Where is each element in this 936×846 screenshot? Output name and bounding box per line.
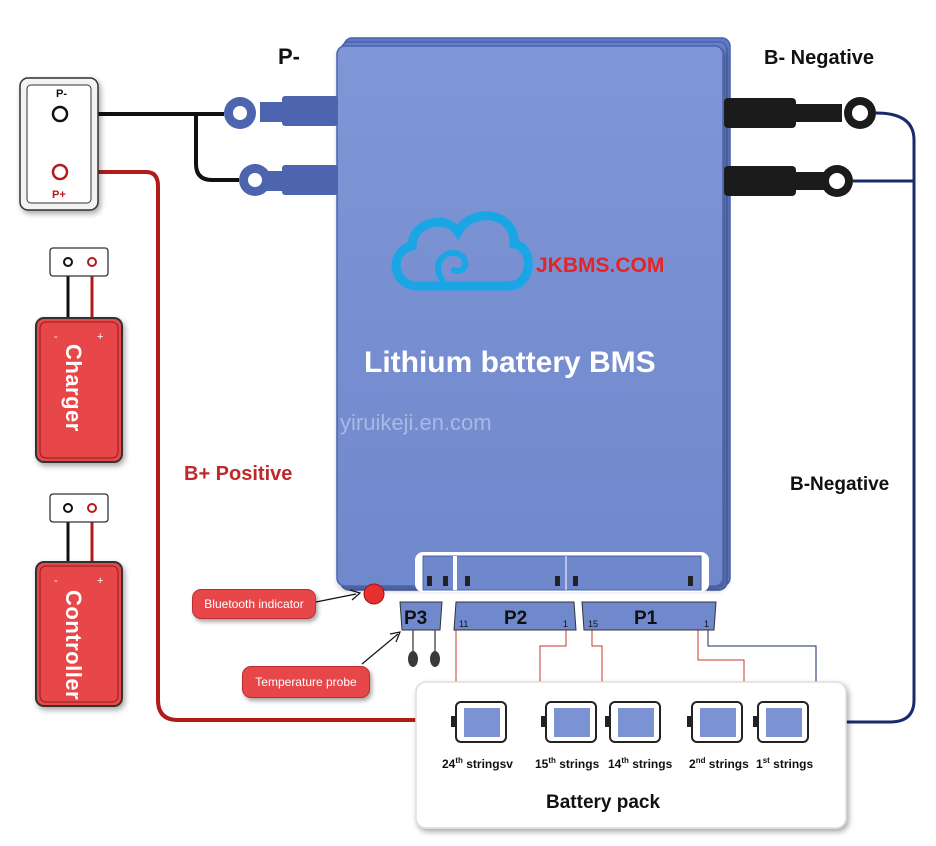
port-p2-left-pin: 11 <box>459 619 468 629</box>
controller <box>35 493 123 707</box>
cell-label-15: 15th strings <box>535 756 600 771</box>
charger-minus: - <box>54 331 58 343</box>
p-minus-terminals <box>224 96 338 196</box>
port-p1-label: P1 <box>634 608 658 629</box>
temperature-probe-icon <box>408 630 440 667</box>
battery-cell-24 <box>451 701 507 743</box>
bluetooth-indicator-led <box>363 583 385 605</box>
port-p3 <box>399 601 443 631</box>
b-negative-top-label: B- Negative <box>764 47 874 69</box>
cell-label-14: 14th strings <box>608 756 673 771</box>
port-p3-label: P3 <box>404 608 427 629</box>
battery-pack-label: Battery pack <box>546 792 660 813</box>
watermark: yiruikeji.en.com <box>340 410 492 435</box>
controller-plus: + <box>97 575 103 587</box>
charger-label: Charger <box>61 344 86 432</box>
cell-label-1: 1st strings <box>756 756 813 771</box>
battery-cell-15 <box>541 701 597 743</box>
port-p1-left-pin: 15 <box>588 619 598 629</box>
port-p2 <box>453 601 577 631</box>
b-positive-label: B+ Positive <box>184 463 292 485</box>
p-minus-terminal-icon <box>51 105 69 123</box>
controller-minus: - <box>54 575 58 587</box>
p-plus-terminal-icon <box>51 163 69 181</box>
port-p1 <box>581 601 717 631</box>
terminal-p-plus-label: P+ <box>52 189 66 201</box>
charger <box>35 247 123 463</box>
brand-label: JKBMS.COM <box>536 254 664 277</box>
cell-label-2: 2nd strings <box>689 756 749 771</box>
charger-plus: + <box>97 331 103 343</box>
battery-cell-2 <box>687 701 743 743</box>
bluetooth-indicator-callout: Bluetooth indicator <box>192 589 316 619</box>
b-minus-terminals <box>724 97 876 197</box>
output-terminal-box <box>19 77 99 211</box>
battery-cell-14 <box>605 701 661 743</box>
controller-label: Controller <box>61 590 86 701</box>
terminal-p-minus-label: P- <box>56 88 67 100</box>
port-p2-label: P2 <box>504 608 527 629</box>
cloud-icon <box>391 211 533 291</box>
cell-label-24: 24th stringsv <box>442 756 513 771</box>
bms-unit <box>336 37 731 592</box>
b-negative-right-label: B-Negative <box>790 474 889 495</box>
port-p1-right-pin: 1 <box>704 619 709 629</box>
p-minus-label: P- <box>278 44 300 69</box>
product-title: Lithium battery BMS <box>364 346 656 379</box>
cell-labels: 24th stringsv 15th strings 14th strings … <box>442 756 813 771</box>
port-p2-right-pin: 1 <box>563 619 568 629</box>
temperature-probe-callout: Temperature probe <box>242 666 370 698</box>
battery-cell-1 <box>753 701 809 743</box>
battery-cells <box>451 701 809 743</box>
